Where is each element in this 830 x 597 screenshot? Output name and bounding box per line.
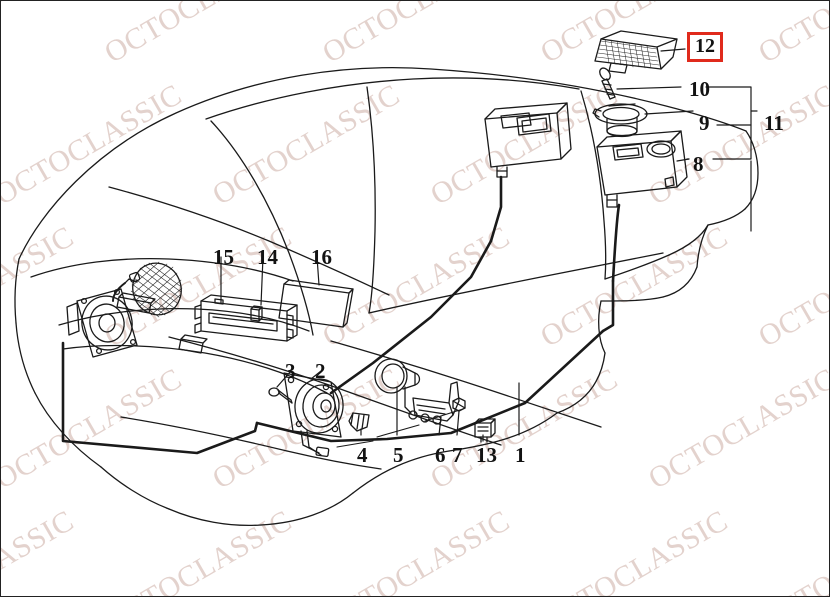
callout-13[interactable]: 13	[476, 443, 497, 467]
callout-6[interactable]: 6	[435, 443, 446, 467]
rear-speaker-cone-9	[592, 103, 648, 138]
callout-5[interactable]: 5	[393, 443, 404, 467]
callout-12[interactable]: 12	[687, 32, 723, 62]
car-front-end	[14, 258, 558, 527]
callout-1[interactable]: 1	[515, 443, 526, 467]
front-kick-panel-speaker	[66, 288, 138, 358]
hex-nut-7	[452, 397, 466, 412]
speaker-bracket-6	[412, 381, 460, 422]
rear-console-box-left	[484, 102, 572, 178]
callout-7[interactable]: 7	[452, 443, 463, 467]
callout-11[interactable]: 11	[764, 111, 784, 135]
callout-leader-lines	[220, 48, 758, 442]
cable-clamp-4	[348, 412, 370, 432]
floor-retaining-clip	[116, 292, 156, 314]
fillister-head-screw-3	[268, 387, 293, 404]
front-door-loudspeaker-2	[283, 372, 344, 458]
car-body-outline	[18, 67, 759, 414]
speaker-grille-cover-12	[594, 30, 678, 74]
interior-floor-plane	[120, 336, 602, 470]
callout-14[interactable]: 14	[257, 245, 278, 269]
callout-16[interactable]: 16	[311, 245, 332, 269]
rear-loudspeaker-housing-8	[596, 130, 688, 208]
callout-15[interactable]: 15	[213, 245, 234, 269]
retaining-clip-13	[474, 418, 496, 443]
callout-8[interactable]: 8	[693, 152, 704, 176]
wiring-harness	[61, 175, 621, 455]
callout-2[interactable]: 2	[315, 359, 326, 383]
trim-panel-cover-16	[278, 279, 354, 328]
connector-plug-14	[250, 305, 263, 322]
callout-10[interactable]: 10	[689, 77, 710, 101]
callout-4[interactable]: 4	[357, 443, 368, 467]
harness-connector-small	[178, 334, 208, 354]
callout-3[interactable]: 3	[285, 359, 296, 383]
callout-9[interactable]: 9	[699, 111, 710, 135]
tweeter-speaker-5	[374, 358, 442, 425]
floor-seam-lines	[336, 408, 464, 448]
